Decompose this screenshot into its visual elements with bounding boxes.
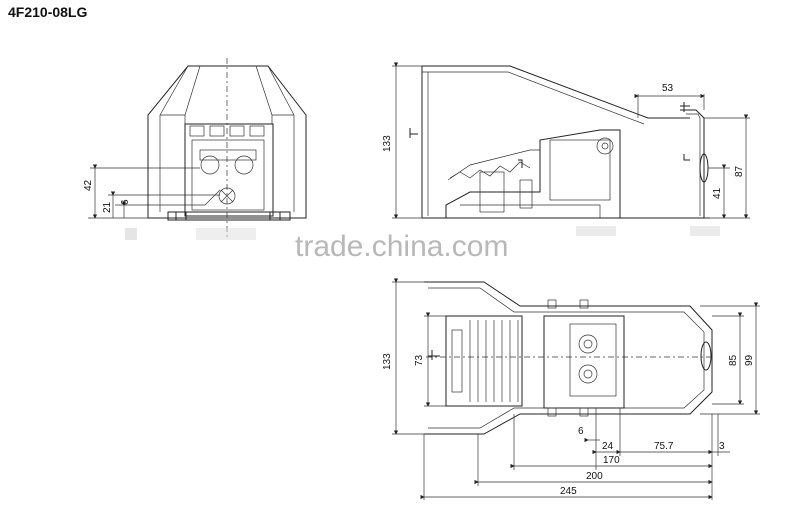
side-view: [392, 62, 750, 236]
dim-top-99: 99: [744, 354, 755, 366]
dim-side-53: 53: [662, 83, 674, 94]
top-view: [392, 278, 760, 500]
watermark: trade.china.com: [295, 230, 508, 263]
dim-front-21: 21: [102, 201, 113, 213]
dim-top-3: 3: [719, 441, 725, 452]
dim-side-133: 133: [382, 135, 393, 152]
dim-top-6: 6: [578, 426, 584, 437]
dim-front-42: 42: [83, 179, 94, 191]
dim-top-200: 200: [586, 471, 603, 482]
drawing-title: 4F210-08LG: [8, 4, 88, 20]
dim-side-41: 41: [712, 187, 723, 199]
dim-top-133: 133: [382, 353, 393, 370]
dim-front-6: 6: [120, 199, 131, 205]
dim-side-87: 87: [734, 165, 745, 177]
dim-top-73: 73: [414, 354, 425, 366]
dim-top-245: 245: [560, 486, 577, 497]
dim-top-24: 24: [602, 441, 614, 452]
front-view: [88, 58, 307, 240]
dim-top-85: 85: [728, 354, 739, 366]
dim-top-170: 170: [603, 455, 620, 466]
dim-top-75-7: 75.7: [654, 441, 674, 452]
